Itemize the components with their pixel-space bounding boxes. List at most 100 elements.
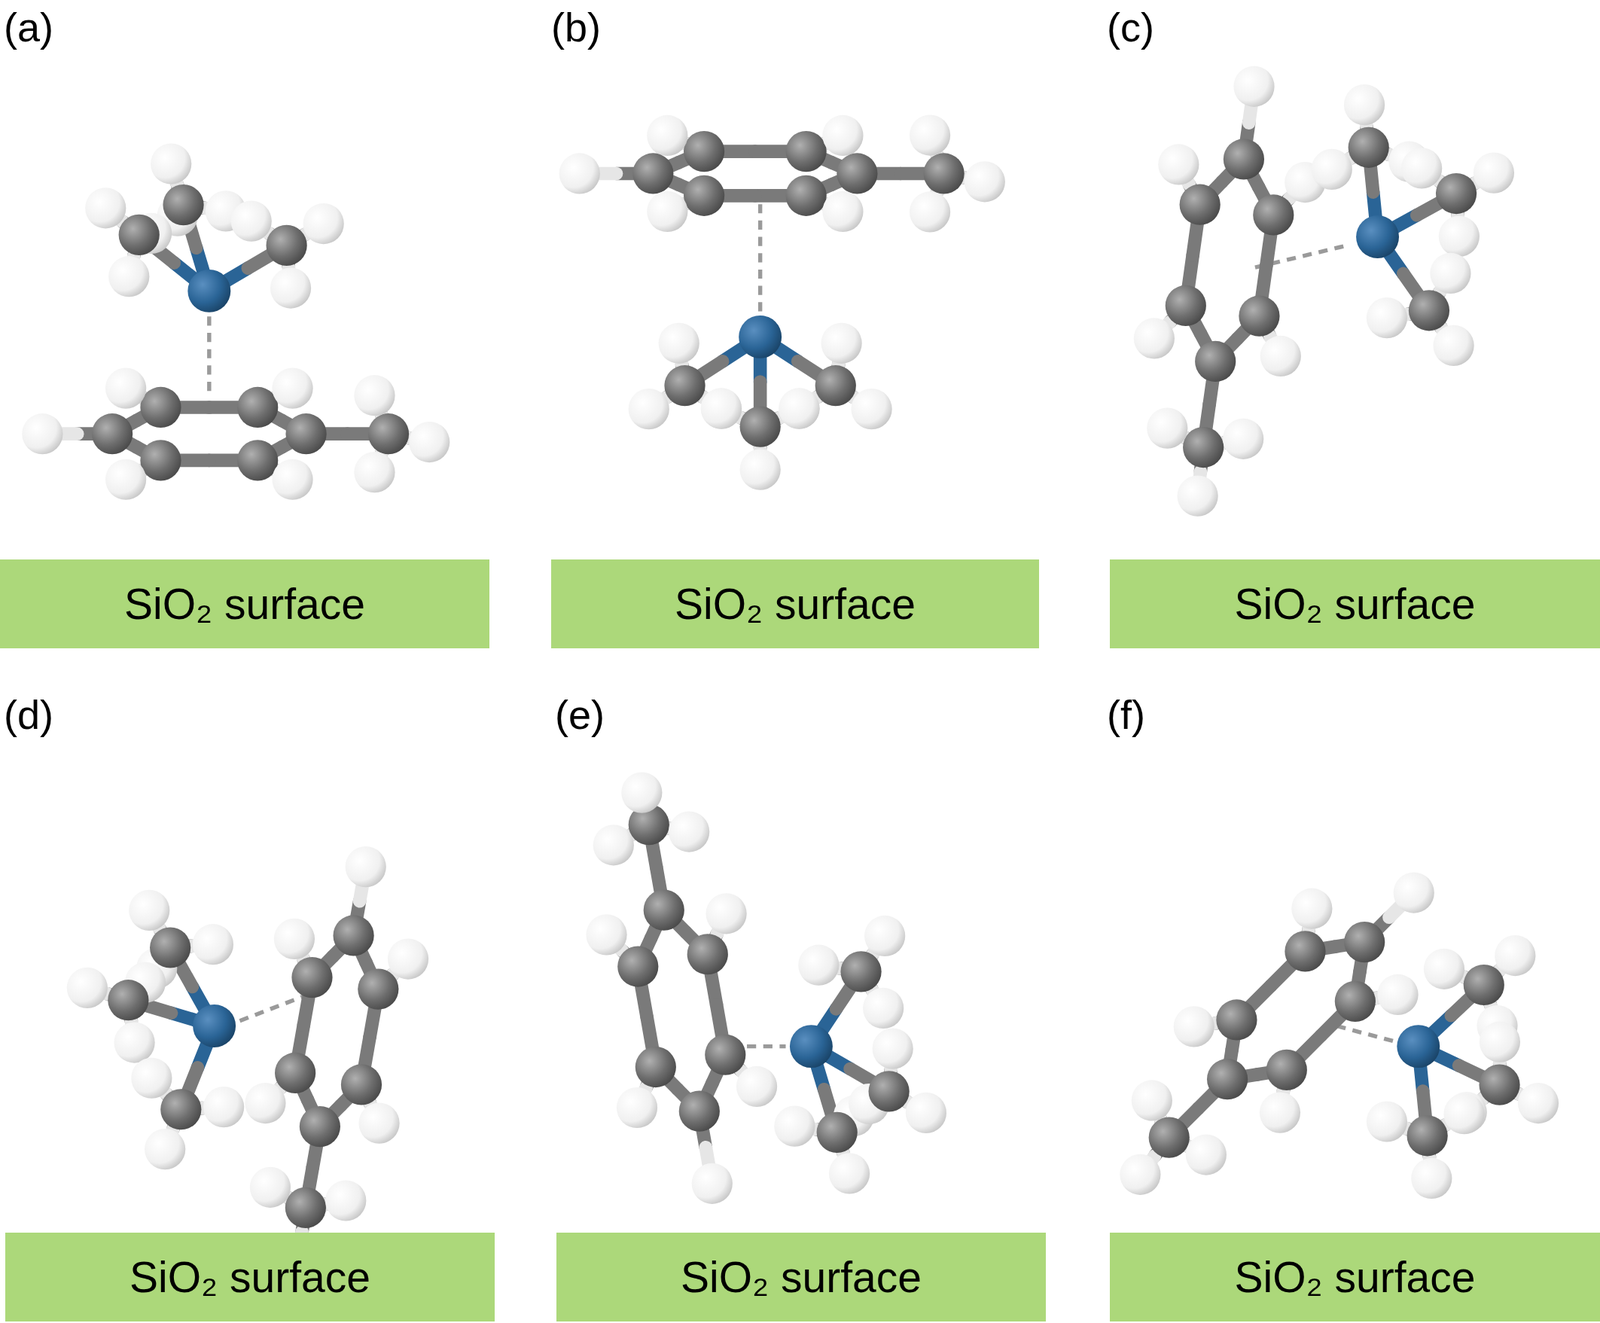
carbon-atom bbox=[140, 439, 181, 481]
surface-band: SiO₂ surface bbox=[1109, 1232, 1600, 1322]
surface-band: SiO₂ surface bbox=[0, 559, 490, 649]
hydrogen-atom bbox=[778, 387, 820, 429]
carbon-atom bbox=[1348, 127, 1390, 168]
atoms bbox=[1311, 84, 1515, 366]
carbon-atom bbox=[1206, 1058, 1248, 1100]
hydrogen-atom bbox=[270, 267, 311, 308]
hydrogen-atom bbox=[1429, 252, 1471, 294]
carbon-atom bbox=[1334, 981, 1376, 1022]
hydrogen-atom bbox=[203, 1086, 244, 1128]
hydrogen-atom bbox=[1133, 317, 1175, 359]
hydrogen-atom bbox=[150, 143, 192, 184]
hydrogen-atom bbox=[1473, 152, 1515, 193]
hydrogen-atom bbox=[108, 256, 150, 297]
nitrogen-atom bbox=[1396, 1024, 1440, 1068]
carbon-atom bbox=[118, 214, 160, 256]
carbon-atom bbox=[815, 365, 857, 406]
hydrogen-atom bbox=[1401, 147, 1442, 189]
panel-label: (b) bbox=[551, 3, 601, 51]
surface-label: SiO₂ surface bbox=[1234, 1252, 1476, 1302]
atoms bbox=[628, 315, 893, 491]
carbon-atom bbox=[368, 413, 409, 455]
hydrogen-atom bbox=[21, 413, 63, 455]
hydrogen-atom bbox=[616, 1087, 658, 1128]
atoms bbox=[585, 771, 778, 1204]
hydrogen-atom bbox=[1259, 1091, 1301, 1133]
hydrogen-atom bbox=[1344, 84, 1385, 125]
carbon-atom bbox=[923, 152, 964, 194]
surface-band: SiO₂ surface bbox=[551, 559, 1040, 649]
surface-label: SiO₂ surface bbox=[674, 579, 916, 629]
hydrogen-atom bbox=[778, 388, 820, 430]
atoms bbox=[1366, 935, 1559, 1199]
carbon-atom bbox=[664, 365, 705, 406]
hydrogen-atom bbox=[705, 892, 747, 934]
carbon-atom bbox=[162, 184, 204, 226]
hydrogen-atom bbox=[1366, 1100, 1408, 1142]
hydrogen-atom bbox=[864, 915, 906, 957]
hydrogen-atom bbox=[740, 449, 781, 491]
carbon-atom bbox=[635, 1046, 677, 1088]
atoms bbox=[1119, 871, 1435, 1195]
hydrogen-atom bbox=[828, 1152, 870, 1194]
surface-label: SiO₂ surface bbox=[129, 1252, 371, 1302]
hydrogen-atom bbox=[1443, 1093, 1485, 1134]
carbon-atom bbox=[740, 406, 781, 448]
carbon-atom bbox=[1284, 930, 1326, 972]
carbon-atom bbox=[840, 950, 881, 992]
carbon-atom bbox=[91, 413, 133, 455]
carbon-atom bbox=[1252, 194, 1294, 235]
carbon-atom bbox=[341, 1063, 382, 1105]
hydrogen-atom bbox=[67, 967, 108, 1009]
interaction-line bbox=[1336, 1025, 1394, 1041]
atoms bbox=[1133, 66, 1326, 517]
carbon-atom bbox=[836, 152, 878, 194]
hydrogen-atom bbox=[1158, 143, 1199, 185]
hydrogen-atom bbox=[1423, 948, 1465, 990]
hydrogen-atom bbox=[1366, 297, 1408, 339]
hydrogen-atom bbox=[862, 987, 904, 1029]
surface-label: SiO₂ surface bbox=[1234, 579, 1476, 629]
carbon-atom bbox=[285, 1187, 327, 1229]
nitrogen-atom bbox=[1356, 215, 1399, 259]
hydrogen-atom bbox=[628, 388, 670, 430]
carbon-atom bbox=[868, 1070, 910, 1112]
hydrogen-atom bbox=[408, 421, 450, 463]
hydrogen-atom bbox=[798, 944, 839, 986]
interaction-line bbox=[207, 316, 211, 394]
carbon-atom bbox=[1165, 285, 1207, 327]
carbon-atom bbox=[1216, 999, 1257, 1040]
carbon-atom bbox=[643, 889, 685, 931]
nitrogen-atom bbox=[192, 1004, 236, 1048]
hydrogen-atom bbox=[105, 459, 147, 500]
panel-label: (c) bbox=[1106, 3, 1155, 51]
hydrogen-atom bbox=[1432, 325, 1474, 366]
bonds bbox=[1331, 104, 1494, 346]
carbon-atom bbox=[299, 1106, 341, 1147]
panel-label: (f) bbox=[1106, 691, 1146, 738]
carbon-atom bbox=[357, 968, 399, 1009]
hydrogen-atom bbox=[1411, 1158, 1452, 1199]
hydrogen-atom bbox=[325, 1179, 366, 1221]
hydrogen-atom bbox=[1119, 1154, 1161, 1195]
carbon-atom bbox=[140, 387, 181, 428]
hydrogen-atom bbox=[1260, 335, 1302, 377]
nitrogen-atom bbox=[789, 1024, 833, 1068]
nitrogen-atom bbox=[738, 315, 782, 359]
hydrogen-atom bbox=[621, 771, 662, 813]
carbon-atom bbox=[291, 956, 333, 998]
atoms bbox=[244, 846, 429, 1277]
carbon-atom bbox=[1194, 341, 1236, 382]
hydrogen-atom bbox=[113, 1021, 155, 1063]
hydrogen-atom bbox=[271, 459, 313, 500]
carbon-atom bbox=[1148, 1117, 1190, 1159]
hydrogen-atom bbox=[820, 323, 862, 364]
carbon-atom bbox=[683, 175, 725, 217]
hydrogen-atom bbox=[822, 191, 863, 232]
carbon-atom bbox=[704, 1034, 746, 1076]
hydrogen-atom bbox=[1177, 475, 1219, 517]
carbon-atom bbox=[107, 979, 149, 1021]
hydrogen-atom bbox=[668, 810, 710, 852]
bonds bbox=[1139, 892, 1414, 1175]
